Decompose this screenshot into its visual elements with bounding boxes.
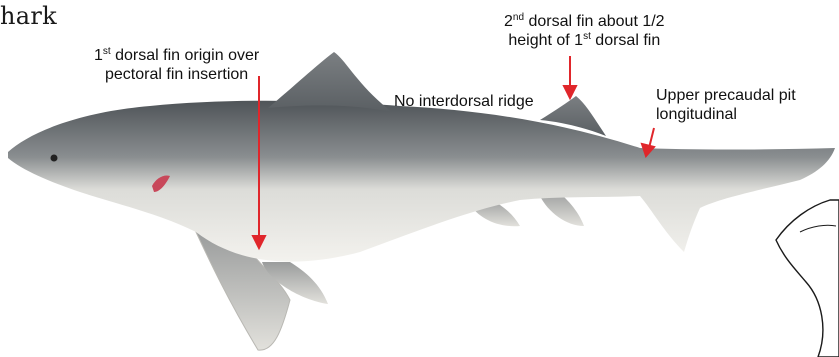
interdorsal-label: No interdorsal ridge xyxy=(394,92,534,111)
shark-eye xyxy=(51,155,58,162)
first-dorsal-fin xyxy=(268,52,392,112)
second-dorsal-label: 2nd dorsal fin about 1/2 height of 1st d… xyxy=(504,12,665,50)
page-title: hark xyxy=(0,2,57,30)
first-dorsal-label-line2: pectoral fin insertion xyxy=(94,65,259,84)
precaudal-label-line2: longitudinal xyxy=(656,105,796,124)
first-dorsal-label: 1st dorsal fin origin over pectoral fin … xyxy=(94,46,259,84)
shark-body xyxy=(8,101,835,262)
tooth-outline xyxy=(776,200,839,357)
first-dorsal-label-line1: 1st dorsal fin origin over xyxy=(94,46,259,65)
precaudal-label: Upper precaudal pit longitudinal xyxy=(656,86,796,124)
second-dorsal-label-line2: height of 1st dorsal fin xyxy=(504,31,665,50)
second-dorsal-label-line1: 2nd dorsal fin about 1/2 xyxy=(504,12,665,31)
precaudal-label-line1: Upper precaudal pit xyxy=(656,86,796,105)
